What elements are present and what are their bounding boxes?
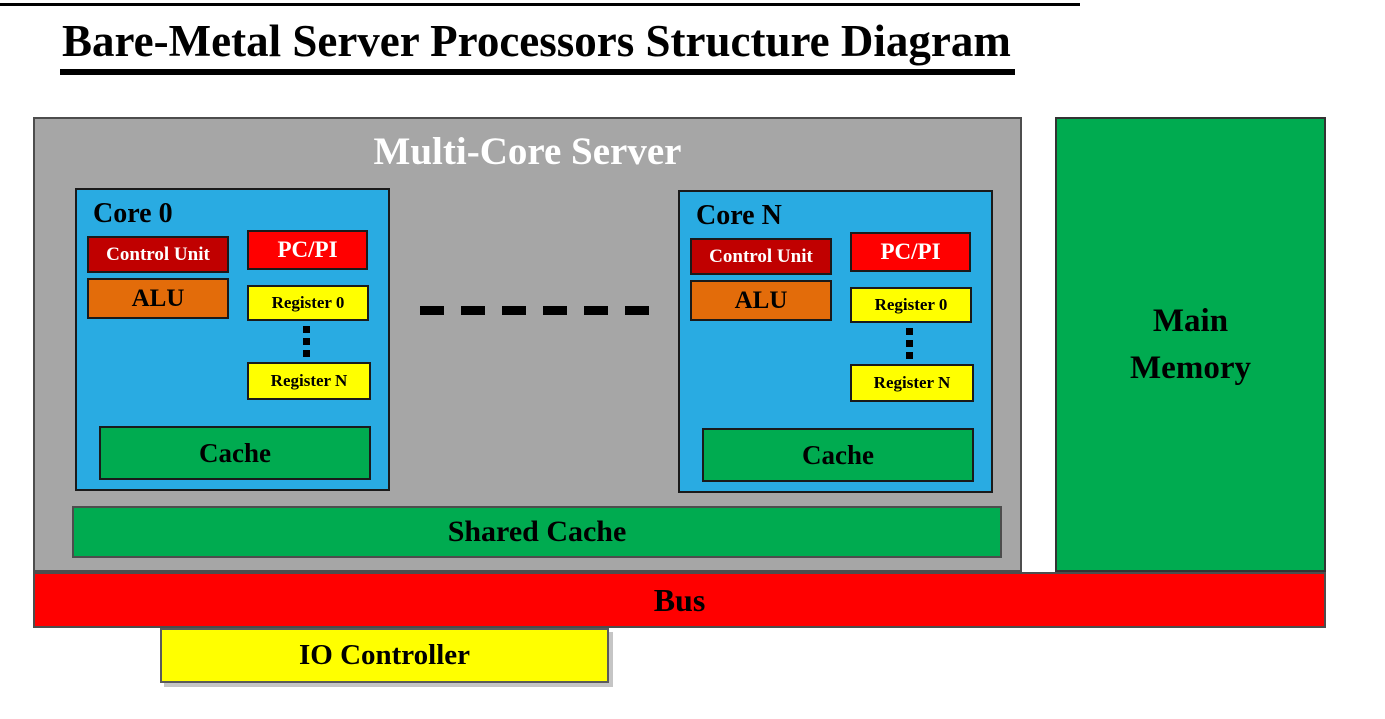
core-n-register-ellipsis [906,328,913,359]
cores-ellipsis-dashes [420,306,649,315]
multi-core-server-label: Multi-Core Server [373,130,682,173]
main-memory-box: Main Memory [1055,117,1326,572]
core-n-pc-pi-box: PC/PI [850,232,971,272]
core-0-alu-box: ALU [87,278,229,319]
shared-cache-box: Shared Cache [72,506,1002,558]
core-n-register-0-box: Register 0 [850,287,972,323]
core-0-cache-box: Cache [99,426,371,480]
core-0-register-ellipsis [303,326,310,357]
core-0-register-0-box: Register 0 [247,285,369,321]
core-0-label: Core 0 [93,198,173,229]
top-border-line [0,3,1080,6]
core-n-box: Core N Control Unit PC/PI ALU Register 0… [678,190,993,493]
core-n-control-unit-box: Control Unit [690,238,832,275]
main-memory-label-line2: Memory [1130,349,1251,386]
core-0-register-n-box: Register N [247,362,371,400]
core-n-cache-box: Cache [702,428,974,482]
core-n-alu-box: ALU [690,280,832,321]
multi-core-server-box: Multi-Core Server Core 0 Control Unit PC… [33,117,1022,572]
core-n-label: Core N [696,200,782,231]
core-0-control-unit-box: Control Unit [87,236,229,273]
diagram-title: Bare-Metal Server Processors Structure D… [60,17,1015,76]
bus-bar: Bus [33,572,1326,628]
io-controller-box: IO Controller [160,628,609,683]
core-n-register-n-box: Register N [850,364,974,402]
core-0-box: Core 0 Control Unit PC/PI ALU Register 0… [75,188,390,491]
core-0-pc-pi-box: PC/PI [247,230,368,270]
main-memory-label-line1: Main [1152,302,1229,339]
